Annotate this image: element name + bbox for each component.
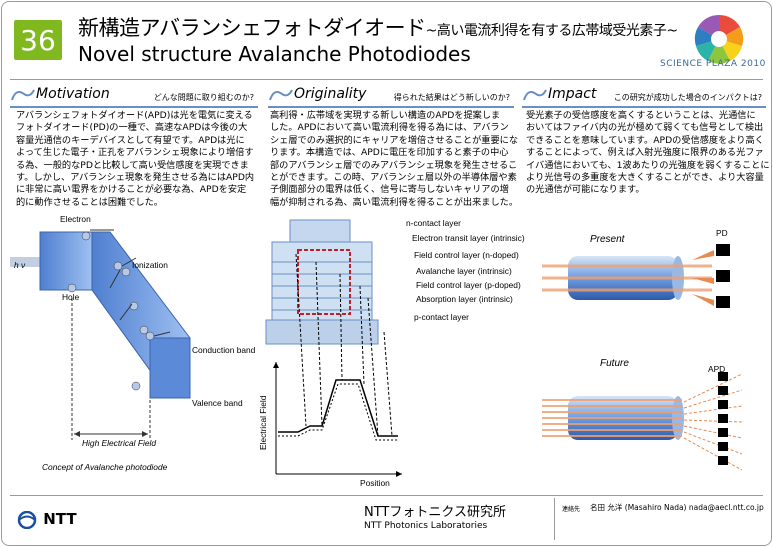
impact-question: この研究が成功した場合のインパクトは? xyxy=(613,93,762,102)
motivation-body: アバランシェフォトダイオード(APD)は光を電気に変える フォトダイオード(PD… xyxy=(16,110,254,209)
field-axis-label: Electrical Field xyxy=(258,395,268,450)
band-diagram-caption: Concept of Avalanche photodiode xyxy=(42,462,168,472)
body-line: シェ層でのみ選択的にキャリアを増倍させることが重要にな xyxy=(270,134,519,146)
originality-underline xyxy=(268,106,514,108)
impact-body: 受光素子の受信感度を高くするということは、光通信に おいてはファイバ内の光が極め… xyxy=(526,110,770,197)
science-plaza-logo-text: SCIENCE PLAZA 2010 xyxy=(660,59,766,69)
avalanche-band-diagram xyxy=(10,229,191,440)
present-label: Present xyxy=(590,234,625,245)
apd-label: APD xyxy=(708,364,726,374)
body-line: 幅が抑制される為、高い電流利得を得ることが出来ました。 xyxy=(270,196,519,208)
body-line: よって生じた電子・正孔をアバランシェ現象により増倍す xyxy=(16,147,254,159)
position-axis-label: Position xyxy=(360,478,390,488)
impact-underline xyxy=(522,106,766,108)
swirl-icon xyxy=(523,89,547,101)
body-line: 的に動作させることは困難でした。 xyxy=(16,196,163,208)
originality-question: 得られた結果はどう新しいのか? xyxy=(393,93,510,102)
footer-divider xyxy=(10,495,763,496)
footer-separator xyxy=(554,498,555,540)
ionization-label: Ionization xyxy=(132,260,168,270)
originality-title: Originality xyxy=(294,86,367,102)
contact-info: 名田 允洋 (Masahiro Nada) nada@aecl.ntt.co.j… xyxy=(590,503,764,512)
body-line: 高利得・広帯域を実現する新しい構造のAPDを提案しま xyxy=(270,110,501,121)
title-subtitle: ~高い電流利得を有する広帯域受光素子~ xyxy=(425,23,678,39)
valence-band-label: Valence band xyxy=(192,398,243,408)
body-line: 子側面部分の電界は低く、信号に寄与しないキャリアの増 xyxy=(270,184,509,196)
motivation-header: Motivation どんな問題に取り組むのか? xyxy=(10,84,258,108)
layer-label: n-contact layer xyxy=(406,218,461,228)
ntt-logo-text: NTT xyxy=(43,510,77,528)
layer-label: p-contact layer xyxy=(414,312,469,322)
poster-number-badge: 36 xyxy=(14,20,62,60)
science-plaza-logo-icon xyxy=(694,14,744,64)
title-english: Novel structure Avalanche Photodiodes xyxy=(78,42,471,66)
layer-label: Field control layer (p-doped) xyxy=(416,280,521,290)
pd-label: PD xyxy=(716,228,728,238)
conduction-band-label: Conduction band xyxy=(192,345,256,355)
future-label: Future xyxy=(600,358,629,369)
impact-title: Impact xyxy=(548,86,597,102)
header-divider xyxy=(10,79,763,80)
swirl-icon xyxy=(269,89,293,101)
body-line: フォトダイオード(PD)の一種で、高速なAPDは今後の大 xyxy=(16,122,248,134)
body-line: 容量光通信のキーデバイスとして有望です。APDは光に xyxy=(16,134,245,146)
title-japanese: 新構造アバランシェフォトダイオード~高い電流利得を有する広帯域受光素子~ xyxy=(78,12,678,42)
body-line: す。しかし、アバランシェ現象を発生させる為にはAPD内 xyxy=(16,172,255,184)
layer-label: Absorption layer (intrinsic) xyxy=(416,294,513,304)
originality-body: 高利得・広帯域を実現する新しい構造のAPDを提案しま した。APDにおいて高い電… xyxy=(270,110,518,209)
impact-header: Impact この研究が成功した場合のインパクトは? xyxy=(522,84,766,108)
body-line: することによって、例えば入射光強度に限界のある光ファ xyxy=(526,147,764,159)
motivation-underline xyxy=(10,106,258,108)
ntt-logo: NTT xyxy=(16,510,77,529)
motivation-title: Motivation xyxy=(36,86,110,102)
body-line: る為、一般的なPDと比較して高い受信感度を実現できま xyxy=(16,159,249,171)
ntt-mark-icon xyxy=(17,510,37,529)
body-line: イバ通信においても、1波あたりの光強度を弱くすることに xyxy=(526,159,770,171)
body-line: した。APDにおいて高い電流利得を得る為には、アバラン xyxy=(270,122,509,134)
photon-label: h ν xyxy=(14,260,26,270)
body-line: できることを意味しています。APDの受信感度をより高く xyxy=(526,134,764,146)
body-line: おいてはファイバ内の光が極めて弱くても信号として検出 xyxy=(526,122,764,134)
body-line: 部のアバランシェ層でのみアバランシェ現象を発生させるこ xyxy=(270,159,518,171)
layer-label: Field control layer (n-doped) xyxy=(414,250,519,260)
layer-label: Electron transit layer (intrinsic) xyxy=(412,233,525,243)
electron-label: Electron xyxy=(60,214,91,224)
high-field-label: High Electrical Field xyxy=(82,438,157,448)
apd-structure-diagram xyxy=(265,219,402,477)
lab-name-english: NTT Photonics Laboratories xyxy=(364,521,488,531)
title-main: 新構造アバランシェフォトダイオード xyxy=(78,16,426,40)
body-line: ります。本構造では、APDに電圧を印加すると素子の中心 xyxy=(270,147,509,159)
contact-label: 連絡先 xyxy=(562,506,581,513)
body-line: とができます。この時、アバランシェ層以外の半導体層や素 xyxy=(270,172,517,184)
fiber-comparison-diagram xyxy=(542,244,743,471)
body-line: より光信号の多重度を大きくすることができ、より大容量 xyxy=(526,172,764,184)
hole-label: Hole xyxy=(62,292,80,302)
body-line: の光通信が可能になります。 xyxy=(526,184,645,196)
body-line: 受光素子の受信感度を高くするということは、光通信に xyxy=(526,110,756,121)
motivation-question: どんな問題に取り組むのか? xyxy=(153,93,254,102)
swirl-icon xyxy=(11,89,35,101)
layer-label: Avalanche layer (intrinsic) xyxy=(416,266,512,276)
lab-name-japanese: NTTフォトニクス研究所 xyxy=(364,505,506,520)
body-line: に非常に高い電界をかけることが必要な為、APDを安定 xyxy=(16,184,247,196)
originality-header: Originality 得られた結果はどう新しいのか? xyxy=(268,84,514,108)
body-line: アバランシェフォトダイオード(APD)は光を電気に変える xyxy=(16,110,253,121)
